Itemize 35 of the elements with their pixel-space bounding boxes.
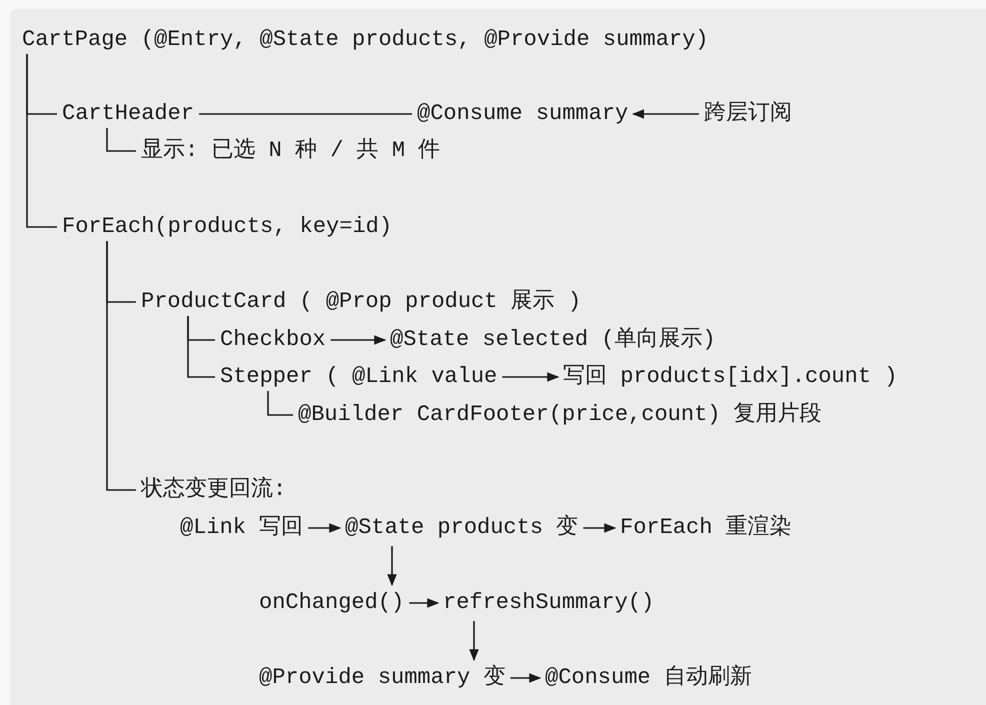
tree-branch-line bbox=[267, 391, 293, 416]
component-label: ProductCard ( @Prop product 展示 ) bbox=[141, 289, 582, 315]
flow-step-text: @Link 写回 bbox=[180, 515, 304, 541]
flow-step-text: @State products 变 bbox=[345, 515, 578, 541]
decorator-label: @Consume summary bbox=[417, 101, 628, 127]
arrow bbox=[502, 372, 560, 382]
arrow bbox=[409, 598, 440, 608]
tree-branch-line bbox=[106, 241, 136, 491]
flow-step-text: onChanged() bbox=[259, 590, 404, 616]
connector-line bbox=[199, 113, 412, 115]
arrow bbox=[387, 546, 397, 586]
arrow bbox=[330, 335, 386, 345]
annotation-text: 写回 products[idx].count ) bbox=[563, 364, 898, 390]
annotation-text: 跨层订阅 bbox=[704, 101, 792, 127]
section-heading: 状态变更回流: bbox=[141, 477, 286, 503]
arrow bbox=[632, 109, 699, 119]
flow-step-text: @Consume 自动刷新 bbox=[545, 665, 752, 691]
arrow bbox=[469, 621, 479, 662]
arrow bbox=[510, 673, 542, 683]
component-label: Stepper ( @Link value bbox=[220, 364, 498, 390]
flow-step-text: refreshSummary() bbox=[443, 590, 654, 616]
tree-branch-line bbox=[187, 316, 215, 378]
builder-label: @Builder CardFooter(price,count) 复用片段 bbox=[298, 402, 822, 428]
root-component-label: CartPage (@Entry, @State products, @Provide summary) bbox=[22, 27, 709, 53]
flow-step-text: ForEach 重渲染 bbox=[620, 515, 792, 541]
annotation-text: 显示: 已选 N 种 / 共 M 件 bbox=[141, 138, 440, 164]
loop-label: ForEach(products, key=id) bbox=[62, 214, 392, 240]
tree-branch-line bbox=[26, 54, 57, 228]
state-label: @State selected (单向展示) bbox=[390, 327, 716, 353]
component-label: Checkbox bbox=[220, 327, 326, 353]
flow-step-text: @Provide summary 变 bbox=[259, 665, 506, 691]
component-label: CartHeader bbox=[62, 101, 194, 127]
arrow bbox=[583, 523, 616, 533]
arrow bbox=[308, 523, 342, 533]
tree-branch-line bbox=[106, 128, 136, 152]
